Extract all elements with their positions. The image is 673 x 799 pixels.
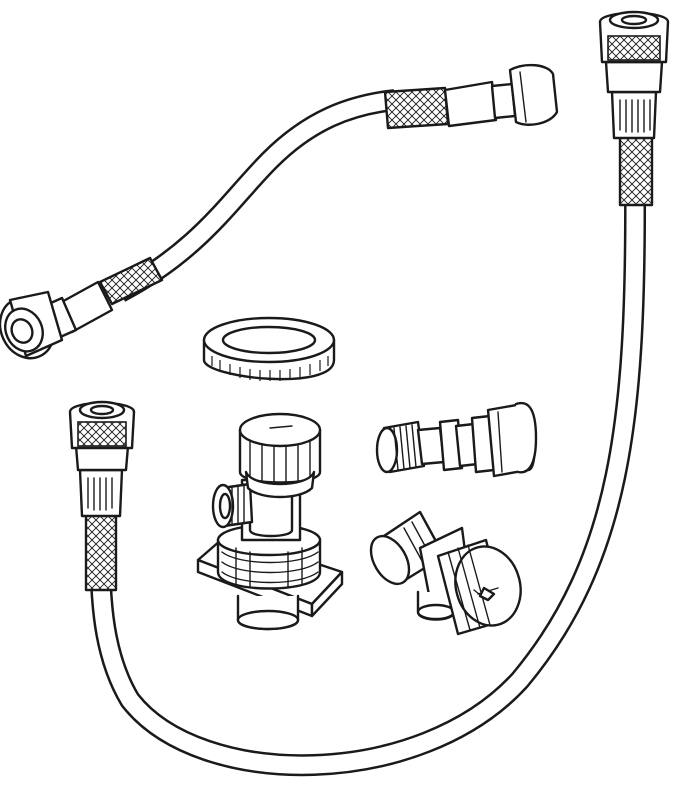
braided-sleeve-top xyxy=(618,133,654,207)
hose-end-nut-top xyxy=(598,10,670,64)
valve-handle[interactable] xyxy=(238,412,322,499)
ferrule-top xyxy=(604,60,664,140)
flexible-hose-short xyxy=(0,63,559,360)
connector-nipple xyxy=(375,401,538,478)
braided-sleeve-left xyxy=(98,256,164,306)
lock-nut xyxy=(202,316,336,381)
hose-end-nut-left xyxy=(0,290,64,360)
flexible-hose-long xyxy=(68,10,670,777)
stop-valve-knob[interactable] xyxy=(436,538,529,636)
connector-nut xyxy=(486,401,538,478)
hose-end-nut-bottom xyxy=(68,400,136,450)
angle-valve xyxy=(196,412,344,631)
ferrule-bottom xyxy=(74,444,130,518)
braided-sleeve-bottom xyxy=(84,508,118,592)
angle-stop-valve xyxy=(369,510,529,636)
braided-sleeve-right xyxy=(383,86,450,130)
valve-side-outlet xyxy=(211,482,254,529)
hose-end-nut-right xyxy=(508,63,559,126)
